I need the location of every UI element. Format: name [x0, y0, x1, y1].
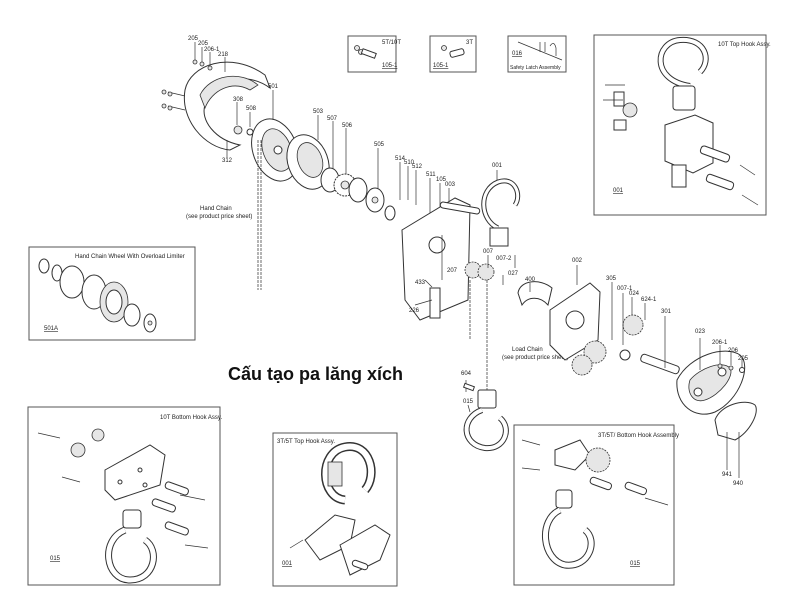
inset-code: 001 [613, 188, 624, 194]
callout-label: 001 [492, 163, 503, 169]
callout-label: 205 [198, 41, 209, 47]
callout-label: 305 [606, 276, 617, 282]
inset-title: 5T/10T [382, 40, 401, 46]
callout-label: 205 [188, 36, 199, 42]
callout-label: 007-2 [496, 256, 512, 262]
callout-label: 941 [722, 472, 733, 478]
callout-label: 206 [728, 348, 739, 354]
callout-label: 508 [246, 106, 257, 112]
hand-chain-note: Hand Chain [200, 206, 232, 212]
inset-title: 3T [466, 40, 473, 46]
callout-label: 301 [661, 309, 672, 315]
callout-label: 512 [412, 164, 423, 170]
inset-title: Safety Latch Assembly [510, 65, 561, 71]
callout-label: 002 [572, 258, 583, 264]
inset-code: 105-1 [382, 63, 398, 69]
callout-label: 514 [395, 156, 406, 162]
callout-label: 206-1 [712, 340, 728, 346]
callout-label: 205 [738, 356, 749, 362]
callout-label: 206-1 [204, 47, 220, 53]
inset-code: 501A [44, 326, 58, 332]
callout-label: 218 [218, 52, 229, 58]
callout-label: 312 [222, 158, 233, 164]
callout-label: 023 [695, 329, 706, 335]
callout-label: 604 [461, 371, 472, 377]
load-chain-note: Load Chain [512, 347, 543, 353]
callout-label: 027 [508, 271, 519, 277]
callout-label: 400 [525, 277, 536, 283]
callout-label: 308 [233, 97, 244, 103]
bottom-hook-main: 604 015 [461, 371, 509, 452]
inset-bottom-hook-10t: 10T Bottom Hook Assy. 015 [27, 406, 222, 586]
callout-label: 507 [327, 116, 338, 122]
callout-label: 024 [629, 291, 640, 297]
callout-label: 511 [426, 172, 436, 178]
callout-label: 015 [463, 399, 474, 405]
callout-label: 226 [409, 308, 420, 314]
load-sprockets [464, 261, 495, 281]
inset-safety-latch: 016 Safety Latch Assembly [507, 35, 567, 73]
main-body: 007 007-2 027 433 207 226 400 002 Load C… [401, 178, 583, 395]
inset-bottom-hook-3t5t: 3T/5T/ Bottom Hook Assembly 015 [513, 424, 679, 586]
callout-label: 501 [268, 84, 279, 90]
inset-title: 10T Bottom Hook Assy. [160, 415, 222, 421]
inset-title: Hand Chain Wheel With Overload Limiter [75, 254, 185, 260]
callout-label: 505 [374, 142, 385, 148]
callout-label: 506 [342, 123, 353, 129]
inset-title: 3T/5T/ Bottom Hook Assembly [598, 433, 679, 439]
inset-code: 001 [282, 561, 293, 567]
page-title: Cấu tạo pa lăng xích [228, 364, 404, 384]
callout-label: 007-1 [617, 286, 633, 292]
callout-label: 503 [313, 109, 324, 115]
inset-code: 016 [512, 51, 523, 57]
hand-chain-note: (see product price sheet) [186, 214, 252, 220]
callout-label: 510 [404, 160, 415, 166]
inset-overload-limiter: Hand Chain Wheel With Overload Limiter 5… [28, 246, 196, 341]
callout-label: 207 [447, 268, 458, 274]
callout-label: 624-1 [641, 297, 657, 303]
callout-label: 105 [436, 177, 447, 183]
inset-title: 3T/5T Top Hook Assy. [277, 439, 335, 445]
callout-label: 003 [445, 182, 456, 188]
hand-chain-wheel: 501 Hand Chain (see product price sheet) [186, 84, 299, 290]
brake-parts: 503 507 506 505 514 510 512 511 105 003 … [286, 109, 503, 230]
gear-plate: 305 007-1 024 624-1 301 [549, 276, 680, 376]
callout-label: 940 [733, 481, 744, 487]
inset-top-hook-10t: 10T Top Hook Assy. 001 [593, 34, 771, 216]
inset-code: 105-1 [433, 63, 449, 69]
inset-code: 015 [50, 556, 61, 562]
callout-label: 433 [415, 280, 426, 286]
inset-title: 10T Top Hook Assy. [718, 42, 771, 48]
cover-assembly: 205 205 206-1 218 308 508 312 [161, 36, 272, 164]
inset-pin-5t10t: 5T/10T 105-1 [347, 35, 401, 73]
load-chain-note: (see product price sheet) [502, 355, 568, 361]
inset-top-hook-3t5t: 3T/5T Top Hook Assy. 001 604 [272, 432, 398, 587]
callout-label: 007 [483, 249, 494, 255]
side-plate: 023 206-1 206 205 941 940 [676, 329, 757, 487]
inset-pin-3t: 3T 105-1 [429, 35, 477, 73]
inset-code: 015 [630, 561, 641, 567]
